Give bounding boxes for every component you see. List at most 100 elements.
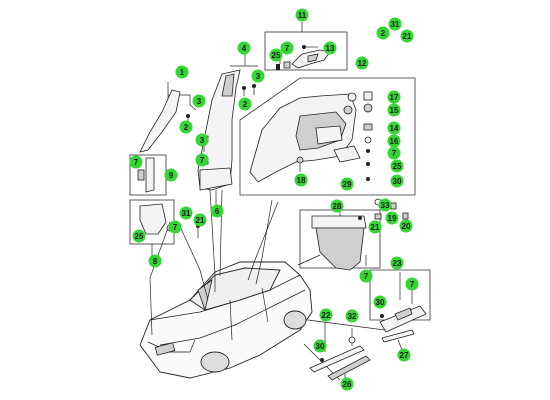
callout-number: 20: [402, 222, 411, 231]
callout-c3c: 3: [195, 133, 209, 147]
part-23-sill-trim: [369, 269, 431, 351]
callout-circle: [237, 41, 251, 55]
callout-number: 23: [393, 259, 402, 268]
callout-circle: [345, 309, 359, 323]
callout-c15: 15: [387, 103, 401, 117]
callout-c32: 32: [345, 309, 359, 323]
callout-circle: [355, 56, 369, 70]
callout-number: 22: [322, 311, 331, 320]
callout-circle: [175, 65, 189, 79]
callout-circle: [397, 348, 411, 362]
callout-number: 25: [135, 232, 144, 241]
callout-number: 12: [358, 59, 367, 68]
callout-c33: 33: [378, 198, 392, 212]
callout-circle: [313, 339, 327, 353]
callout-number: 29: [343, 180, 352, 189]
callout-circle: [359, 269, 373, 283]
callout-c2b: 2: [238, 97, 252, 111]
callout-number: 2: [243, 100, 248, 109]
part-12-quarter-trim: [239, 77, 416, 196]
callout-c20: 20: [399, 219, 413, 233]
callout-c6: 6: [210, 204, 224, 218]
part-12-fasteners: [363, 91, 373, 181]
callout-number: 30: [376, 298, 385, 307]
callout-circle: [179, 206, 193, 220]
callout-c8: 8: [148, 254, 162, 268]
callout-number: 3: [256, 72, 261, 81]
callout-circle: [340, 177, 354, 191]
callout-circle: [387, 103, 401, 117]
part-4-6-pillar-trim: [197, 54, 258, 205]
callout-circle: [164, 168, 178, 182]
callout-circle: [376, 26, 390, 40]
callout-circle: [319, 308, 333, 322]
callout-number: 16: [390, 137, 399, 146]
callout-c4: 4: [237, 41, 251, 55]
callout-c3a: 3: [251, 69, 265, 83]
callout-number: 14: [390, 124, 399, 133]
callout-circle: [400, 29, 414, 43]
callout-number: 4: [242, 44, 247, 53]
callout-c7g: 7: [405, 277, 419, 291]
callout-circle: [210, 204, 224, 218]
callout-c27: 27: [397, 348, 411, 362]
callout-c23: 23: [390, 256, 404, 270]
callout-circle: [368, 220, 382, 234]
callout-c21a: 21: [400, 29, 414, 43]
callout-circle: [373, 295, 387, 309]
callout-number: 25: [272, 51, 281, 60]
callout-circle: [385, 211, 399, 225]
callout-c19: 19: [385, 211, 399, 225]
callout-number: 19: [388, 214, 397, 223]
callout-c2a: 2: [376, 26, 390, 40]
callout-number: 7: [364, 272, 369, 281]
callout-circle: [378, 198, 392, 212]
callout-circle: [387, 146, 401, 160]
callout-c12: 12: [355, 56, 369, 70]
callout-circle: [387, 121, 401, 135]
callout-c25a: 25: [269, 48, 283, 62]
callout-number: 30: [393, 177, 402, 186]
callout-number: 18: [297, 176, 306, 185]
callout-circle: [179, 120, 193, 134]
callout-circle: [399, 219, 413, 233]
callout-number: 7: [392, 149, 397, 158]
callout-c29: 29: [340, 177, 354, 191]
callout-c3b: 3: [192, 94, 206, 108]
callout-number: 6: [215, 207, 220, 216]
callout-number: 8: [153, 257, 158, 266]
callout-c17: 17: [387, 90, 401, 104]
callout-number: 30: [316, 342, 325, 351]
callout-circle: [251, 69, 265, 83]
callout-circle: [330, 199, 344, 213]
callout-number: 13: [326, 44, 335, 53]
callout-number: 27: [400, 351, 409, 360]
callout-c14: 14: [387, 121, 401, 135]
callout-c28: 28: [330, 199, 344, 213]
callout-c13: 13: [323, 41, 337, 55]
callout-circle: [195, 133, 209, 147]
part-28-scuff-plate: [299, 204, 381, 271]
callout-c7b: 7: [387, 146, 401, 160]
callout-c7c: 7: [195, 153, 209, 167]
callout-circle: [238, 97, 252, 111]
callout-circle: [388, 17, 402, 31]
callout-c26: 26: [340, 377, 354, 391]
callout-c18: 18: [294, 173, 308, 187]
part-11-upper-trim: [264, 22, 348, 71]
callout-number: 3: [200, 136, 205, 145]
callout-number: 3: [197, 97, 202, 106]
callout-circle: [148, 254, 162, 268]
callout-c31a: 31: [388, 17, 402, 31]
callout-number: 7: [134, 158, 139, 167]
callout-c7d: 7: [129, 155, 143, 169]
callout-c21c: 21: [193, 213, 207, 227]
callout-circle: [387, 134, 401, 148]
callout-number: 2: [184, 123, 189, 132]
callout-circle: [295, 8, 309, 22]
callout-circle: [387, 90, 401, 104]
part-22-26-sill: [309, 322, 371, 381]
callout-c31b: 31: [179, 206, 193, 220]
callout-number: 7: [410, 280, 415, 289]
